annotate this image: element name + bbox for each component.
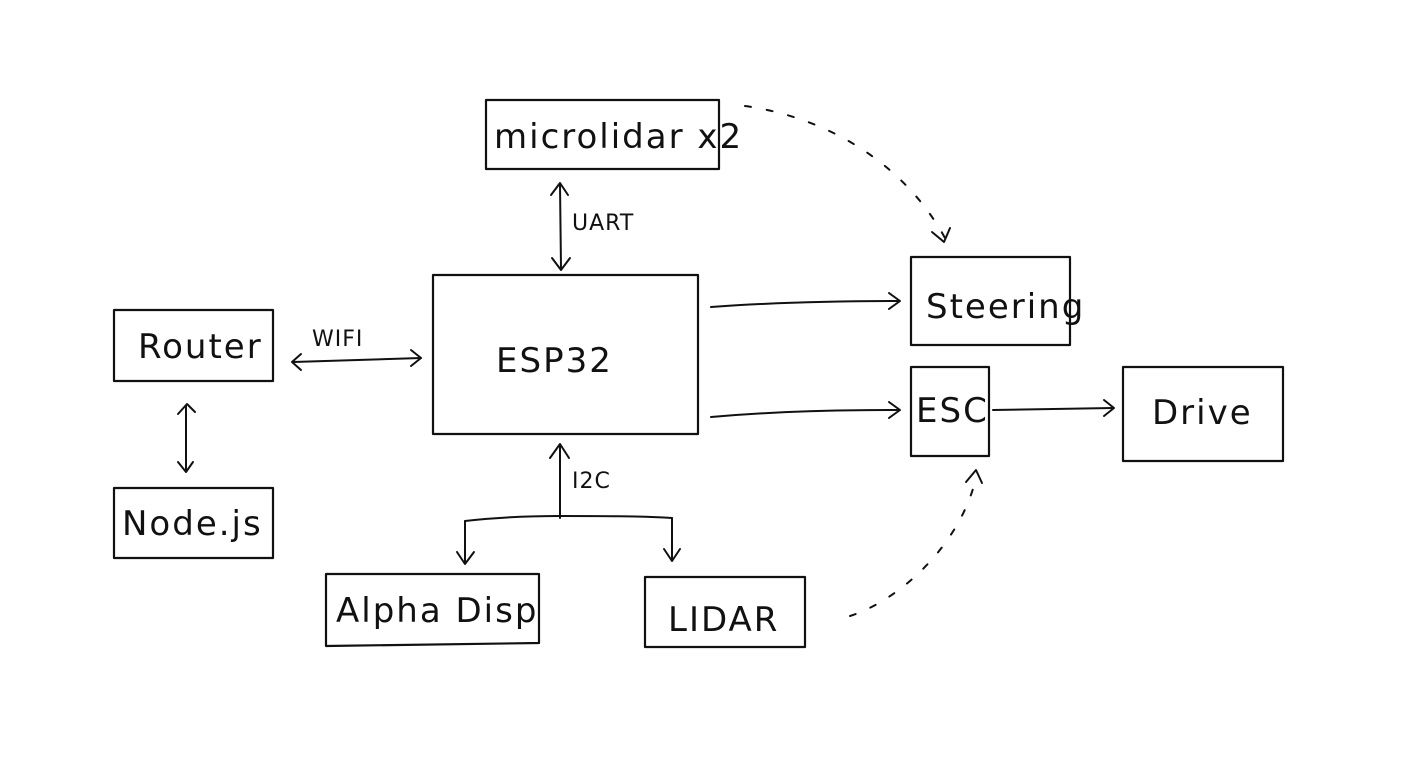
router-nodejs-connection: [177, 403, 196, 473]
router-node: Router: [112, 308, 275, 383]
microlidar-label: microlidar x2: [494, 117, 743, 157]
i2c-label: I2C: [572, 469, 611, 494]
esc-drive-arrow: [992, 399, 1115, 417]
esp32-esc-arrow: [710, 401, 901, 419]
i2c-bus: I2C: [456, 443, 681, 565]
esc-node: ESC: [909, 365, 991, 458]
lidar-label: LIDAR: [668, 600, 779, 640]
nodejs-label: Node.js: [122, 504, 263, 544]
alpha-disp-node: Alpha Disp: [324, 572, 541, 648]
router-label: Router: [138, 327, 263, 367]
lidar-node: LIDAR: [643, 575, 807, 649]
alpha-disp-label: Alpha Disp: [336, 591, 538, 631]
drive-node: Drive: [1121, 365, 1285, 463]
esp32-node: ESP32: [431, 273, 700, 436]
wifi-connection: WIFI: [291, 327, 422, 371]
wifi-label: WIFI: [312, 327, 363, 352]
esc-label: ESC: [916, 391, 989, 431]
nodejs-node: Node.js: [112, 486, 275, 560]
uart-label: UART: [572, 211, 634, 236]
microlidar-steering-dashed-arrow: [744, 105, 951, 243]
drive-label: Drive: [1152, 393, 1253, 433]
microlidar-node: microlidar x2: [484, 98, 743, 171]
esp32-steering-arrow: [710, 292, 901, 310]
lidar-esc-dashed-arrow: [849, 469, 983, 617]
steering-node: Steering: [909, 255, 1085, 347]
uart-connection: UART: [550, 182, 634, 271]
steering-label: Steering: [926, 287, 1085, 327]
esp32-label: ESP32: [496, 341, 613, 381]
